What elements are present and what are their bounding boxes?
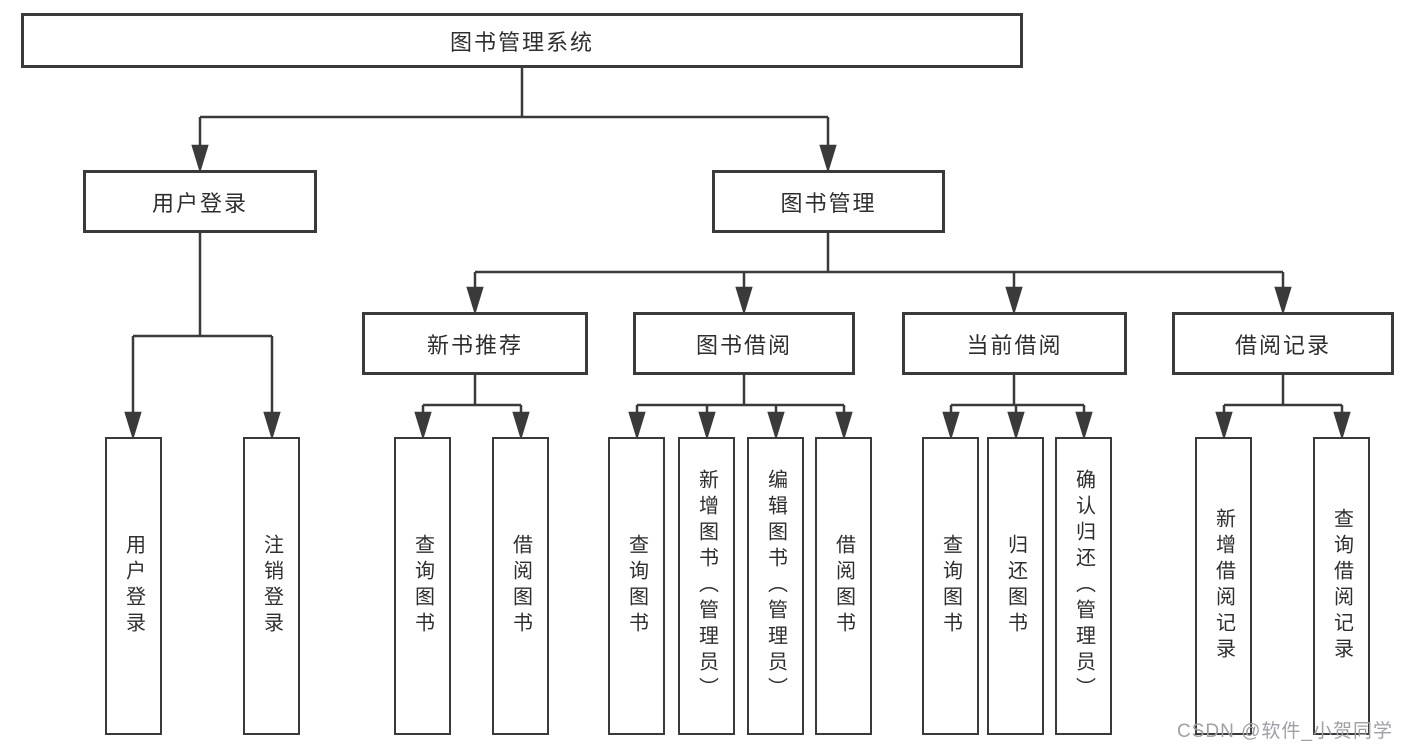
arrow-down-icon (1215, 411, 1233, 441)
node-leaf-edit-book-admin: 编辑图书（管理员） (747, 437, 804, 735)
arrow-down-icon (1007, 411, 1025, 441)
arrow-down-icon (512, 411, 530, 441)
node-borrow-record: 借阅记录 (1172, 312, 1394, 375)
node-book-management: 图书管理 (712, 170, 945, 233)
arrow-down-icon (414, 411, 432, 441)
node-book-borrow: 图书借阅 (633, 312, 855, 375)
arrow-down-icon (835, 411, 853, 441)
node-root-system: 图书管理系统 (21, 13, 1023, 68)
node-leaf-return-book: 归还图书 (987, 437, 1044, 735)
node-leaf-add-book-admin: 新增图书（管理员） (678, 437, 735, 735)
arrow-down-icon (698, 411, 716, 441)
connector-user-login-to-leaves (124, 233, 281, 441)
node-leaf-query-borrow-record: 查询借阅记录 (1313, 437, 1370, 735)
connector-current-borrow-to-leaves (942, 375, 1093, 441)
connector-book-borrow-to-leaves (628, 375, 853, 441)
node-new-book-recommend: 新书推荐 (362, 312, 588, 375)
arrow-down-icon (1005, 286, 1023, 316)
arrow-down-icon (942, 411, 960, 441)
node-leaf-query-book-1: 查询图书 (394, 437, 451, 735)
csdn-watermark: CSDN @软件_小贺同学 (1177, 721, 1393, 742)
arrow-down-icon (124, 411, 142, 441)
arrow-down-icon (819, 144, 837, 174)
node-leaf-user-login: 用户登录 (105, 437, 162, 735)
arrow-down-icon (1274, 286, 1292, 316)
node-leaf-borrow-book-2: 借阅图书 (815, 437, 872, 735)
connector-book-mgmt-to-level3 (466, 233, 1292, 316)
arrow-down-icon (263, 411, 281, 441)
connector-root-to-level2 (191, 68, 837, 174)
arrow-down-icon (191, 144, 209, 174)
node-leaf-query-book-3: 查询图书 (922, 437, 979, 735)
arrow-down-icon (1333, 411, 1351, 441)
node-leaf-add-borrow-record: 新增借阅记录 (1195, 437, 1252, 735)
node-leaf-borrow-book-1: 借阅图书 (492, 437, 549, 735)
node-leaf-logout: 注销登录 (243, 437, 300, 735)
node-user-login: 用户登录 (83, 170, 317, 233)
arrow-down-icon (628, 411, 646, 441)
node-leaf-query-book-2: 查询图书 (608, 437, 665, 735)
connector-new-book-to-leaves (414, 375, 530, 441)
node-current-borrow: 当前借阅 (902, 312, 1127, 375)
arrow-down-icon (466, 286, 484, 316)
arrow-down-icon (735, 286, 753, 316)
arrow-down-icon (767, 411, 785, 441)
node-leaf-confirm-return-admin: 确认归还（管理员） (1055, 437, 1112, 735)
arrow-down-icon (1075, 411, 1093, 441)
connector-borrow-record-to-leaves (1215, 375, 1351, 441)
